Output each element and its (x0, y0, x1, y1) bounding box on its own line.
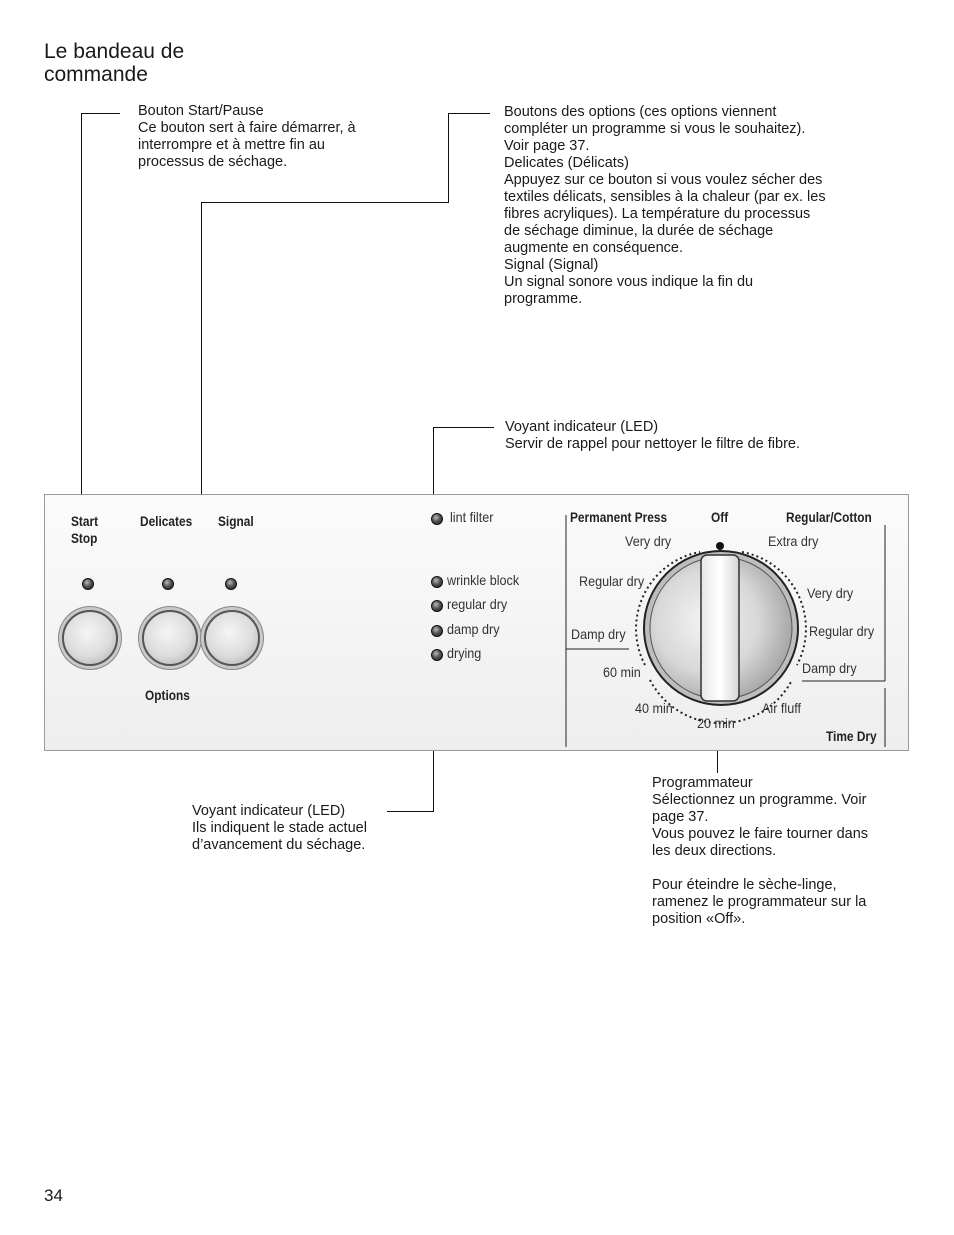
delicates-button[interactable] (142, 610, 198, 666)
drying-label: drying (447, 645, 482, 661)
delicates-text-2: textiles délicats, sensibles à la chaleu… (504, 189, 826, 205)
dial-graphic (565, 515, 886, 747)
leader-start-v (81, 113, 82, 502)
40-min-label: 40 min (635, 700, 673, 716)
start-pause-text-1: Ce bouton sert à faire démarrer, à (138, 120, 356, 136)
signal-text-2: programme. (504, 291, 583, 307)
programmer-text-4: les deux directions. (652, 843, 777, 859)
start-led (82, 578, 94, 590)
start-pause-text-3: processus de séchage. (138, 154, 288, 170)
start-stop-button[interactable] (62, 610, 118, 666)
options-text-2: Voir page 37. (504, 138, 590, 154)
drying-led (431, 649, 443, 661)
damp-dry-led (431, 625, 443, 637)
led-status-heading: Voyant indicateur (LED) (192, 803, 346, 819)
led-filter-heading: Voyant indicateur (LED) (505, 419, 659, 435)
programmer-text-6: ramenez le programmateur sur la (652, 894, 867, 910)
rc-regular-dry-label: Regular dry (809, 623, 875, 639)
led-filter-text-1: Servir de rappel pour nettoyer le filtre… (505, 436, 800, 452)
leader-ledfilter-v (433, 427, 434, 501)
delicates-text-3: fibres acryliques). La température du pr… (504, 206, 811, 222)
leader-options-v2 (201, 202, 202, 503)
leader-ledfilter-h (433, 427, 494, 428)
rc-damp-dry-label: Damp dry (802, 660, 857, 676)
led-status-callout: Voyant indicateur (LED) Ils indiquent le… (192, 803, 392, 854)
start-pause-callout: Bouton Start/Pause Ce bouton sert à fair… (138, 103, 398, 171)
signal-text-1: Un signal sonore vous indique la fin du (504, 274, 754, 290)
options-text-1: compléter un programme si vous le souhai… (504, 121, 806, 137)
signal-heading: Signal (504, 257, 545, 273)
start-label: Start (71, 514, 99, 529)
programmer-callout: Programmateur Sélectionnez un programme.… (652, 775, 902, 928)
signal-label: Signal (218, 514, 254, 529)
start-stop-label: Start Stop (71, 513, 98, 547)
off-label: Off (711, 510, 729, 525)
led-filter-callout: Voyant indicateur (LED) Servir de rappel… (505, 419, 865, 453)
delicates-text-5: augmente en conséquence. (504, 240, 683, 256)
wrinkle-block-label: wrinkle block (447, 572, 520, 588)
control-panel: Start Stop Delicates Signal Options lint… (44, 494, 909, 751)
leader-options-h2 (201, 202, 449, 203)
60-min-label: 60 min (603, 664, 641, 680)
delicates-led (162, 578, 174, 590)
rc-very-dry-label: Very dry (807, 585, 854, 601)
delicates-heading: Delicates (504, 155, 564, 171)
leader-programmer-v (717, 745, 718, 773)
leader-start-h (81, 113, 120, 114)
leader-ledstatus-h (387, 811, 434, 812)
extra-dry-label: Extra dry (768, 533, 819, 549)
signal-heading-suffix: (Signal) (544, 257, 599, 273)
pp-very-dry-label: Very dry (625, 533, 672, 549)
pp-regular-dry-label: Regular dry (579, 573, 645, 589)
regular-dry-label: regular dry (447, 596, 508, 612)
program-selector-knob[interactable] (644, 551, 798, 705)
options-label: Options (145, 688, 190, 703)
leader-options-h1 (448, 113, 490, 114)
delicates-heading-suffix: (Délicats) (563, 155, 629, 171)
pp-damp-dry-label: Damp dry (571, 626, 626, 642)
programmer-heading: Programmateur (652, 775, 753, 791)
signal-led (225, 578, 237, 590)
time-dry-label: Time Dry (826, 729, 877, 744)
regular-dry-led (431, 600, 443, 612)
delicates-label: Delicates (140, 514, 193, 529)
programmer-text-2: page 37. (652, 809, 709, 825)
options-heading-suffix: (ces options viennent (635, 104, 777, 120)
delicates-text-1: Appuyez sur ce bouton si vous voulez séc… (504, 172, 823, 188)
programmer-text-7: position «Off». (652, 911, 746, 927)
stop-label: Stop (71, 531, 98, 546)
20-min-label: 20 min (697, 715, 735, 731)
wrinkle-block-led (431, 576, 443, 588)
lint-filter-label: lint filter (450, 509, 494, 525)
options-callout: Boutons des options (ces options viennen… (504, 104, 864, 308)
led-status-text-1: Ils indiquent le stade actuel (192, 820, 367, 836)
programmer-spacer (652, 860, 902, 877)
page-number: 34 (44, 1186, 63, 1205)
signal-button[interactable] (204, 610, 260, 666)
air-fluff-label: Air fluff (762, 700, 801, 716)
programmer-text-5: Pour éteindre le sèche-linge, (652, 877, 837, 893)
leader-options-v1 (448, 113, 449, 203)
programmer-text-1: Sélectionnez un programme. Voir (652, 792, 867, 808)
permanent-press-label: Permanent Press (570, 510, 668, 525)
start-pause-text-2: interrompre et à mettre fin au (138, 137, 325, 153)
options-heading: Boutons des options (504, 104, 636, 120)
damp-dry-label: damp dry (447, 621, 500, 637)
delicates-text-4: de séchage diminue, la durée de séchage (504, 223, 774, 239)
page-title: Le bandeau de commande (44, 40, 185, 86)
led-status-text-2: d’avancement du séchage. (192, 837, 366, 853)
regular-cotton-label: Regular/Cotton (786, 510, 872, 525)
lint-filter-led (431, 513, 443, 525)
programmer-text-3: Vous pouvez le faire tourner dans (652, 826, 869, 842)
start-pause-heading: Bouton Start/Pause (138, 103, 264, 119)
